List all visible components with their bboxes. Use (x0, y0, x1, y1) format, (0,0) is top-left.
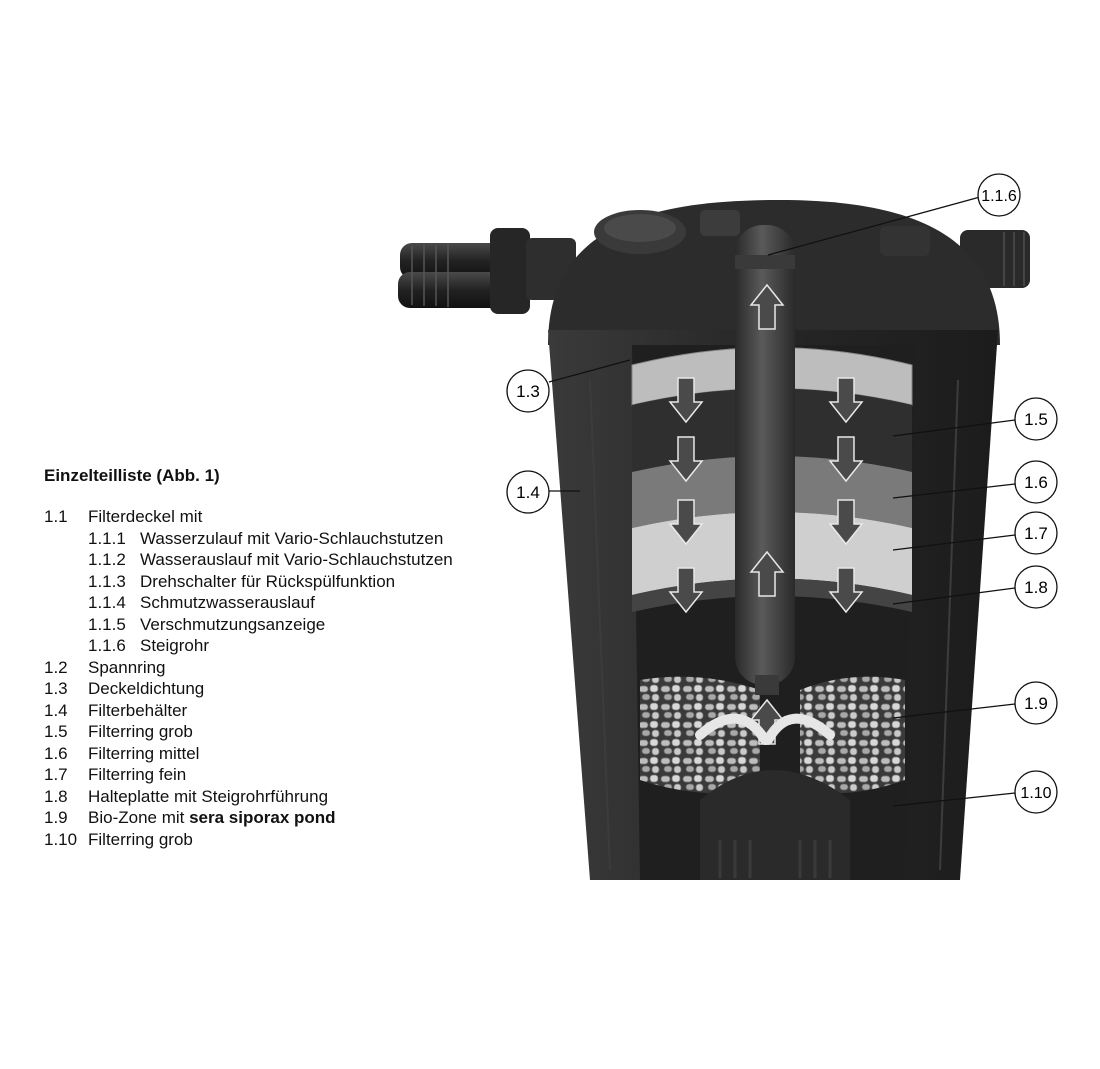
callout-line-1-7 (892, 534, 1016, 551)
callout-1-10: 1.10 (1014, 770, 1058, 814)
parts-list-item-number: 1.3 (44, 679, 68, 698)
parts-list-item-label: Deckeldichtung (88, 679, 205, 698)
parts-list-item: 1.1.5 Verschmutzungsanzeige (44, 614, 514, 636)
parts-list-item-label: Wasserauslauf mit Vario-Schlauchstutzen (140, 550, 453, 569)
callout-label: 1.3 (516, 382, 540, 401)
callout-line-1-5 (892, 419, 1016, 437)
parts-list-item-number: 1.7 (44, 765, 68, 784)
callout-label: 1.10 (1020, 785, 1051, 802)
flow-arrow-down-left (668, 436, 704, 483)
parts-list-item-number: 1.1.1 (88, 528, 126, 548)
callout-line-1-6 (892, 483, 1016, 499)
callout-label: 1.6 (1024, 473, 1048, 492)
parts-list-item-label: Steigrohr (140, 636, 209, 655)
callout-label: 1.5 (1024, 410, 1048, 429)
parts-list-item: 1.1.3 Drehschalter für Rückspülfunktion (44, 571, 514, 593)
parts-list-item-label: Spannring (88, 657, 166, 677)
callout-line-1-10 (892, 792, 1016, 807)
inlet-hose-connectors (398, 228, 576, 314)
callout-1-7: 1.7 (1014, 511, 1058, 555)
parts-list-item: 1.8 Halteplatte mit Steigrohrführung (44, 786, 514, 808)
parts-list-item-number: 1.8 (44, 786, 68, 806)
parts-list-item-number: 1.5 (44, 722, 68, 741)
parts-list-item-number: 1.1.5 (88, 614, 126, 634)
parts-list-item-number: 1.9 (44, 808, 68, 827)
parts-list-item-number: 1.6 (44, 743, 68, 763)
parts-list-item: 1.3 Deckeldichtung (44, 678, 514, 700)
parts-list-title: Einzelteilliste (Abb. 1) (44, 466, 220, 485)
flow-arrow-down-right (828, 377, 864, 424)
parts-list-item-label: Filterring fein (88, 765, 187, 784)
parts-list-item: 1.2 Spannring (44, 657, 514, 679)
callout-line-1-1-6 (767, 196, 981, 256)
callout-label: 1.4 (516, 483, 540, 502)
parts-list-item: 1.6 Filterring mittel (44, 743, 514, 765)
flow-arrow-down-left (668, 499, 704, 546)
flow-arrow-down-right (828, 567, 864, 614)
parts-list-item-number: 1.1.6 (88, 636, 126, 655)
parts-list-item-number: 1.10 (44, 829, 78, 849)
callout-line-1-8 (892, 587, 1016, 605)
callout-line-1-3 (548, 359, 631, 383)
bottom-flow-arrows (695, 713, 835, 745)
callout-1-3: 1.3 (506, 369, 550, 413)
parts-list: Einzelteilliste (Abb. 1) 1.1 Filterdeckel… (44, 464, 514, 850)
flow-arrow-down-left (668, 567, 704, 614)
callout-line-1-9 (892, 703, 1016, 719)
parts-list-item-label: Filterbehälter (88, 700, 188, 720)
parts-list-item: 1.1.6 Steigrohr (44, 635, 514, 657)
flow-arrow-down-left (668, 377, 704, 424)
parts-list-item: 1.1.2 Wasserauslauf mit Vario-Schlauchstu… (44, 549, 514, 571)
parts-list-item-label: Bio-Zone mit (88, 808, 190, 827)
parts-list-item: 1.9 Bio-Zone mit sera siporax pond (44, 807, 514, 829)
callout-1-9: 1.9 (1014, 681, 1058, 725)
parts-list-item-label: Filterdeckel mit (88, 507, 203, 526)
callout-1-1-6: 1.1.6 (977, 173, 1021, 217)
parts-list-item-number: 1.1.2 (88, 550, 126, 569)
parts-list-item: 1.1.1 Wasserzulauf mit Vario-Schlauchstut… (44, 528, 514, 550)
callout-1-4: 1.4 (506, 470, 550, 514)
parts-list-item-number: 1.1 (44, 507, 68, 526)
parts-list-rows: 1.1 Filterdeckel mit 1.1.1 Wasserzulauf mit… (44, 506, 514, 850)
parts-list-item-label: Verschmutzungsanzeige (140, 614, 326, 634)
flow-arrow-up-riser (749, 283, 785, 330)
parts-list-item-label: Filterring grob (88, 829, 193, 849)
callout-1-8: 1.8 (1014, 565, 1058, 609)
parts-list-item: 1.10 Filterring grob (44, 829, 514, 851)
flow-arrow-down-right (828, 499, 864, 546)
parts-list-item: 1.7 Filterring fein (44, 764, 514, 786)
parts-list-item-label: Halteplatte mit Steigrohrführung (88, 786, 329, 806)
parts-list-item: 1.1.4 Schmutzwasserauslauf (44, 592, 514, 614)
callout-label: 1.8 (1024, 578, 1048, 597)
parts-list-item-product-name: sera siporax pond (189, 808, 336, 827)
callout-1-5: 1.5 (1014, 397, 1058, 441)
parts-list-item-number: 1.4 (44, 700, 68, 720)
parts-list-item-number: 1.1.3 (88, 571, 126, 591)
callout-label: 1.7 (1024, 524, 1048, 543)
parts-list-item-number: 1.1.4 (88, 593, 126, 612)
parts-list-item-label: Drehschalter für Rückspülfunktion (140, 571, 396, 591)
parts-list-item-number: 1.2 (44, 657, 68, 677)
parts-list-item-label: Schmutzwasserauslauf (140, 593, 315, 612)
parts-list-item-label: Wasserzulauf mit Vario-Schlauchstutzen (140, 528, 444, 548)
parts-list-item: 1.4 Filterbehälter (44, 700, 514, 722)
callout-label: 1.1.6 (981, 188, 1017, 205)
flow-arrow-down-right (828, 436, 864, 483)
callout-label: 1.9 (1024, 694, 1048, 713)
parts-list-item: 1.1 Filterdeckel mit (44, 506, 514, 528)
parts-list-item: 1.5 Filterring grob (44, 721, 514, 743)
callout-1-6: 1.6 (1014, 460, 1058, 504)
flow-arrow-up-riser (749, 550, 785, 597)
parts-list-item-label: Filterring mittel (88, 743, 200, 763)
parts-list-item-label: Filterring grob (88, 722, 193, 741)
